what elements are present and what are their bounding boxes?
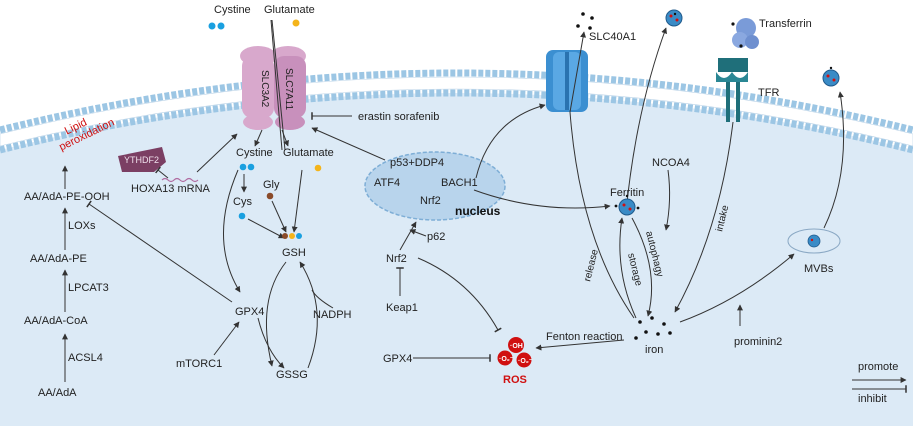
aa-coa-label: AA/AdA-CoA xyxy=(24,315,88,327)
cys-dot xyxy=(238,212,246,220)
nadph-label: NADPH xyxy=(313,309,352,321)
membrane-head-outer xyxy=(0,69,913,134)
ncoa4-label: NCOA4 xyxy=(652,157,690,169)
ferritin-icon xyxy=(614,194,640,216)
ythdf2-label: YTHDF2 xyxy=(124,155,159,165)
gssg-label: GSSG xyxy=(276,369,308,381)
cystine-dot xyxy=(217,22,225,30)
legend: promote inhibit xyxy=(852,361,907,405)
gly-dot xyxy=(266,192,274,200)
gly-label: Gly xyxy=(263,179,280,191)
tfr-receptor xyxy=(716,58,748,122)
glutamate-dot xyxy=(292,19,300,27)
system-xc-transporter xyxy=(240,46,306,130)
cystine-top-label: Cystine xyxy=(214,4,251,16)
transferrin-icon xyxy=(731,18,759,49)
slc40a1-channel xyxy=(546,50,588,112)
atf4-label: ATF4 xyxy=(374,177,400,189)
hoxa13-mrna-label: HOXA13 mRNA xyxy=(131,183,211,195)
cystine-inside-label: Cystine xyxy=(236,147,273,159)
gpx4-mid-label: GPX4 xyxy=(235,306,264,318)
cystine-dot xyxy=(247,163,255,171)
ros-oh-label: ·OH xyxy=(510,343,523,350)
legend-inhibit-label: inhibit xyxy=(858,393,887,405)
exported-iron-icon xyxy=(576,12,594,30)
erastin-sorafenib-label: erastin sorafenib xyxy=(358,111,439,123)
gsh-dot-blue xyxy=(296,233,302,239)
secreted-ferritin-icon xyxy=(822,66,840,87)
gsh-label: GSH xyxy=(282,247,306,259)
ythdf2-shape xyxy=(118,147,166,172)
gsh-dot-brown xyxy=(282,233,288,239)
p62-label: p62 xyxy=(427,231,445,243)
bach1-label: BACH1 xyxy=(441,177,478,189)
nrf2-label: Nrf2 xyxy=(386,253,407,265)
prominin2-label: prominin2 xyxy=(734,336,782,348)
cytoplasm xyxy=(0,93,913,426)
ferritin-extracellular-icon xyxy=(665,9,683,27)
loxs-label: LOXs xyxy=(68,220,96,232)
ros-label: ROS xyxy=(503,374,527,386)
ros-superoxide-1 xyxy=(497,350,513,366)
glutamate-top-label: Glutamate xyxy=(264,4,315,16)
keap1-label: Keap1 xyxy=(386,302,418,314)
mvbs-vesicle xyxy=(787,228,841,254)
aa-pe-label: AA/AdA-PE xyxy=(30,253,87,265)
nrf2-nucleus-label: Nrf2 xyxy=(420,195,441,207)
mtorc1-label: mTORC1 xyxy=(176,358,222,370)
transferrin-label: Transferrin xyxy=(759,18,812,30)
slc3a2-label: SLC3A2 xyxy=(259,70,270,108)
lpcat3-label: LPCAT3 xyxy=(68,282,109,294)
iron-label: iron xyxy=(645,344,663,356)
legend-promote-label: promote xyxy=(858,361,898,373)
aa-pe-ooh-label: AA/AdA-PE-OOH xyxy=(24,191,110,203)
gsh-dot-yellow xyxy=(289,233,295,239)
nucleus-label: nucleus xyxy=(455,204,501,218)
iron-cluster-icon xyxy=(634,316,672,340)
fenton-reaction-label: Fenton reaction xyxy=(546,331,622,343)
ros-superoxide-2 xyxy=(516,352,532,368)
acsl4-label: ACSL4 xyxy=(68,352,103,364)
ros-o2-label-1: ·O₂⁻ xyxy=(499,356,514,363)
glutamate-inside-label: Glutamate xyxy=(283,147,334,159)
mvbs-label: MVBs xyxy=(804,263,834,275)
mvbs-ferritin-icon xyxy=(807,234,821,248)
slc7a11-label: SLC7A11 xyxy=(283,68,294,111)
cystine-dot xyxy=(208,22,216,30)
nucleus xyxy=(364,151,506,221)
membrane-head-inner xyxy=(0,89,913,154)
aa-ada-label: AA/AdA xyxy=(38,387,77,399)
ros-o2-label-2: ·O₂⁻ xyxy=(518,358,533,365)
gpx4-ros-label: GPX4 xyxy=(383,353,412,365)
p53-ddp4-label: p53+DDP4 xyxy=(390,157,444,169)
ferritin-label: Ferritin xyxy=(610,187,644,199)
tfr-label: TFR xyxy=(758,87,779,99)
slc40a1-label: SLC40A1 xyxy=(589,31,636,43)
cystine-dot xyxy=(239,163,247,171)
glutamate-dot xyxy=(314,164,322,172)
cys-label: Cys xyxy=(233,196,252,208)
hoxa13-mrna-strand xyxy=(161,177,199,183)
ros-oh-radical xyxy=(508,337,524,353)
